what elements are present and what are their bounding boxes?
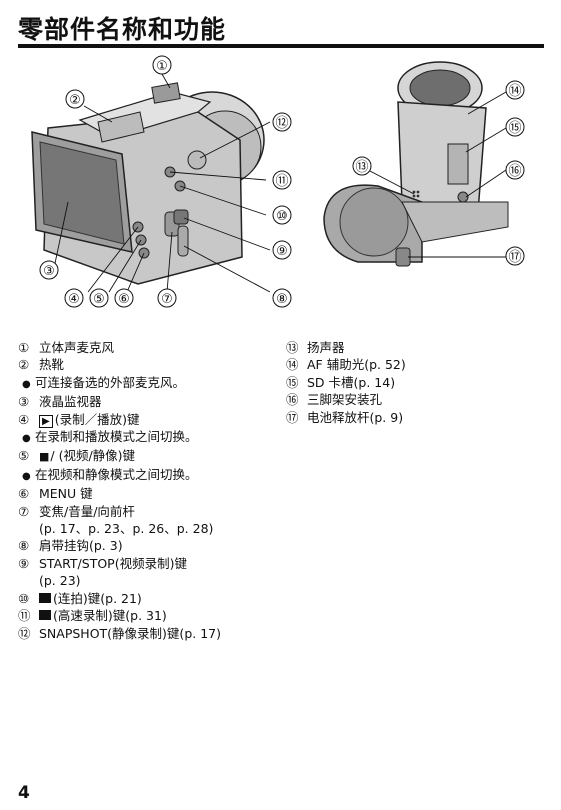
page-title: 零部件名称和功能 xyxy=(18,15,227,44)
callout-5: ⑤ xyxy=(93,292,105,307)
list-note: ● 在录制和播放模式之间切换。 xyxy=(18,428,286,447)
high-speed-icon xyxy=(39,610,51,621)
list-note: ● 可连接备选的外部麦克风。 xyxy=(18,374,286,393)
list-item: ⑥ MENU 键 xyxy=(18,486,93,502)
callout-12: ⑫ xyxy=(275,116,288,131)
callout-9: ⑨ xyxy=(276,244,288,259)
title-divider xyxy=(18,44,544,48)
list-item: ⑪ (高速录制)键(p. 31) xyxy=(18,608,167,624)
parts-list-left: ① 立体声麦克风 ② 热靴 ● 可连接备选的外部麦克风。 ③ 液晶监视器 ④ ▶… xyxy=(18,339,286,642)
list-item: ⑭ AF 辅助光(p. 52) xyxy=(286,357,406,373)
callout-4: ④ xyxy=(68,292,80,307)
parts-list-right: ⑬ 扬声器 ⑭ AF 辅助光(p. 52) ⑮ SD 卡槽(p. 14) ⑯ 三… xyxy=(286,339,546,426)
bullet-icon: ● xyxy=(22,378,31,390)
callout-16: ⑯ xyxy=(508,164,521,179)
callout-11: ⑪ xyxy=(275,174,288,189)
list-item: ⑤ ■ / (视频/静像)键 xyxy=(18,447,286,465)
list-item: ⑫ SNAPSHOT(静像录制)键(p. 17) xyxy=(18,625,221,641)
list-item: ⑰ 电池释放杆(p. 9) xyxy=(286,409,404,425)
bullet-icon: ● xyxy=(22,433,31,445)
bullet-icon: ● xyxy=(22,470,31,482)
list-item: ⑦ 变焦/音量/向前杆 xyxy=(18,503,135,519)
callout-7: ⑦ xyxy=(161,292,173,307)
page-number: 4 xyxy=(18,783,30,803)
play-icon: ▶ xyxy=(39,414,53,428)
list-item: ⑮ SD 卡槽(p. 14) xyxy=(286,374,396,390)
video-camera-icon: ■ xyxy=(39,450,50,464)
camera-rear-illustration: ① ② ③ ④ ⑤ ⑥ ⑦ ⑧ ⑨ ⑩ ⑪ ⑫ xyxy=(31,55,292,308)
callout-15: ⑮ xyxy=(508,121,521,136)
list-item: ② 热靴 xyxy=(18,357,65,373)
list-item: ⑩ (连拍)键(p. 21) xyxy=(18,590,142,606)
list-item: ⑨ START/STOP(视频录制)键 xyxy=(18,555,187,571)
list-item: ④ ▶ (录制／播放)键 xyxy=(18,411,140,428)
callout-17: ⑰ xyxy=(508,250,521,265)
callout-8: ⑧ xyxy=(276,292,288,307)
burst-icon xyxy=(39,592,51,603)
camera-bottom-illustration: ⑭ ⑮ ⑯ ⑬ ⑰ xyxy=(323,61,525,267)
list-continuation: (p. 23) xyxy=(39,573,81,589)
list-item: ① 立体声麦克风 xyxy=(18,340,115,355)
callout-14: ⑭ xyxy=(508,84,521,99)
list-item: ③ 液晶监视器 xyxy=(18,394,102,410)
list-item: ⑧ 肩带挂钩(p. 3) xyxy=(18,538,123,554)
callout-2: ② xyxy=(69,93,81,108)
callout-10: ⑩ xyxy=(276,209,288,224)
list-item: ⑯ 三脚架安装孔 xyxy=(286,392,383,408)
list-continuation: (p. 17、p. 23、p. 26、p. 28) xyxy=(39,521,214,537)
list-note: ● 在视频和静像模式之间切换。 xyxy=(18,466,286,485)
callout-6: ⑥ xyxy=(118,292,130,307)
list-item: ⑬ 扬声器 xyxy=(286,340,345,355)
callout-3: ③ xyxy=(43,264,55,279)
callout-13: ⑬ xyxy=(355,160,368,175)
callout-1: ① xyxy=(156,59,168,74)
